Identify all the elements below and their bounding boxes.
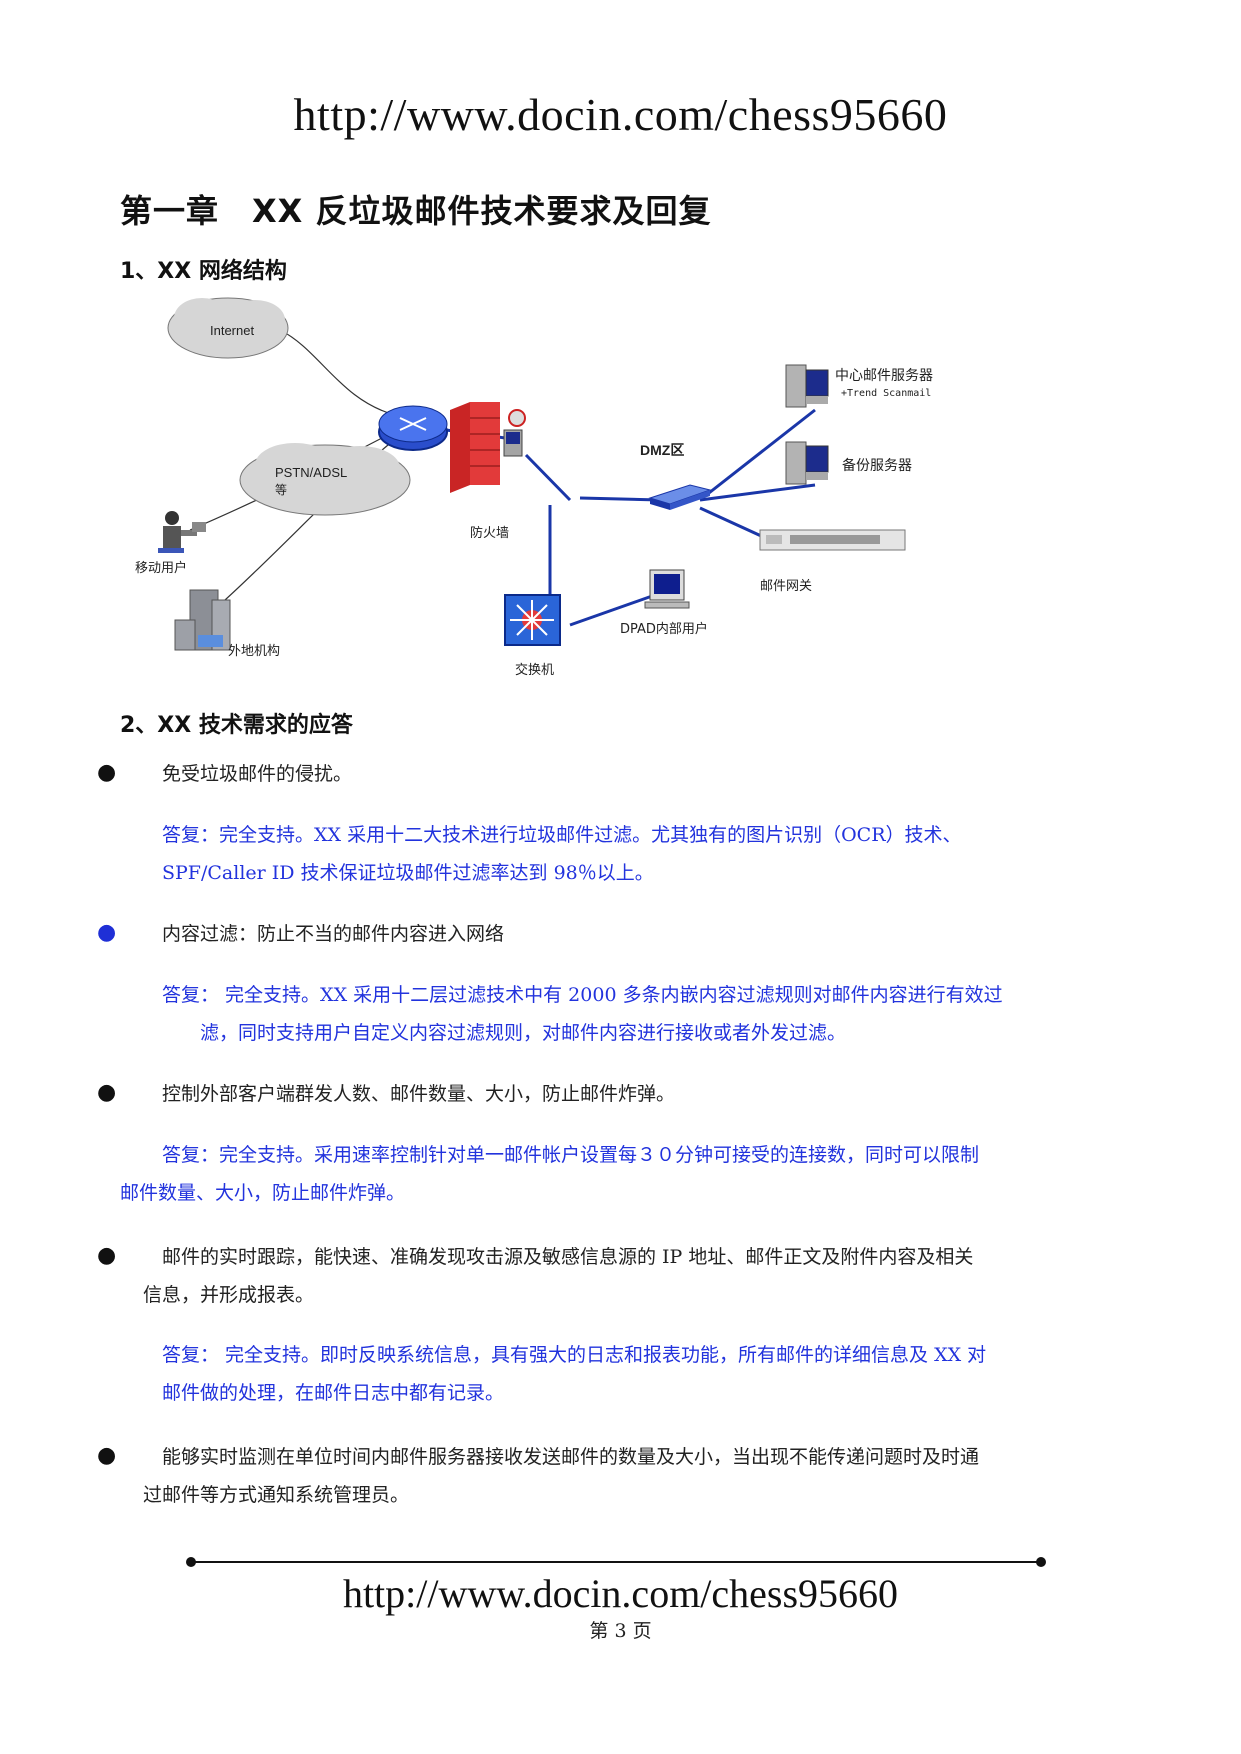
switch-label: 交换机 [515, 662, 554, 678]
switch-icon [504, 594, 561, 646]
backup-server-icon [785, 441, 829, 485]
bullet-marker: ● [97, 920, 117, 945]
firewall-icon [450, 402, 526, 493]
section-title-network: 1、XX 网络结构 [120, 259, 287, 284]
bullet-marker: ● [97, 1443, 117, 1468]
network-diagram: Internet PSTN/ADSL 等 移动用户 外地机构 [135, 297, 933, 678]
footer-rule [192, 1561, 1042, 1563]
requirement-text: 免受垃圾邮件的侵扰。 [162, 763, 353, 785]
footer-dot-left [186, 1557, 196, 1567]
firewall-label: 防火墙 [470, 525, 509, 541]
remote-org-label: 外地机构 [228, 644, 280, 659]
requirement-text: 能够实时监测在单位时间内邮件服务器接收发送邮件的数量及大小，当出现不能传递问题时… [143, 1446, 980, 1506]
internal-user-label: DPAD内部用户 [620, 621, 708, 637]
bullet-marker: ● [97, 1080, 117, 1105]
footer-dot-right [1036, 1557, 1046, 1567]
requirement-text: 邮件的实时跟踪，能快速、准确发现攻击源及敏感信息源的 IP 地址、邮件正文及附件… [143, 1246, 974, 1306]
mail-gateway-label: 邮件网关 [760, 579, 812, 594]
mail-server-sublabel: +Trend Scanmail [841, 388, 931, 399]
mail-server-label: 中心邮件服务器 [835, 368, 933, 384]
answer-text: 答复：完全支持。采用速率控制针对单一邮件帐户设置每３０分钟可接受的连接数，同时可… [120, 1144, 980, 1204]
building-icon [174, 589, 231, 651]
hub-icon [648, 484, 712, 510]
chapter-title: 第一章 XX 反垃圾邮件技术要求及回复 [120, 192, 712, 230]
mobile-user-label: 移动用户 [135, 560, 187, 576]
pstn-cloud-icon [239, 443, 411, 516]
pc-icon [644, 569, 690, 609]
mail-server-icon [785, 364, 829, 408]
mail-gateway-icon [759, 529, 906, 551]
dmz-label: DMZ区 [640, 442, 684, 458]
page-number: 第 3 页 [589, 1620, 652, 1642]
header-url: http://www.docin.com/chess95660 [293, 89, 948, 140]
section-title-response: 2、XX 技术需求的应答 [120, 713, 353, 738]
pstn-label: PSTN/ADSL [275, 465, 347, 480]
pstn-label-2: 等 [275, 483, 287, 497]
internet-label: Internet [210, 323, 254, 338]
answer-text: 答复： 完全支持。即时反映系统信息，具有强大的日志和报表功能，所有邮件的详细信息… [162, 1344, 987, 1404]
requirement-text: 内容过滤：防止不当的邮件内容进入网络 [162, 923, 505, 945]
requirement-text: 控制外部客户端群发人数、邮件数量、大小，防止邮件炸弹。 [162, 1083, 676, 1105]
internet-cloud-icon [167, 297, 289, 359]
footer-url: http://www.docin.com/chess95660 [342, 1571, 899, 1616]
mobile-user-icon [158, 511, 206, 553]
bullet-marker: ● [97, 760, 117, 785]
bullet-marker: ● [97, 1243, 117, 1268]
answer-text: 答复： 完全支持。XX 采用十二层过滤技术中有 2000 多条内嵌内容过滤规则对… [162, 984, 1003, 1044]
answer-text: 答复：完全支持。XX 采用十二大技术进行垃圾邮件过滤。尤其独有的图片识别（OCR… [162, 824, 962, 884]
backup-server-label: 备份服务器 [842, 457, 912, 474]
router-icon [378, 405, 448, 451]
